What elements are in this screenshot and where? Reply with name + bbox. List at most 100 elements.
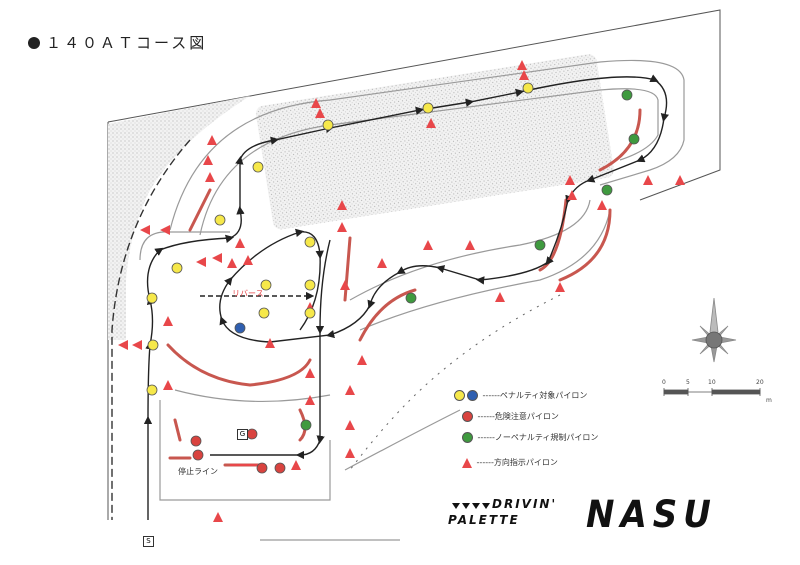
start-box: S — [143, 536, 154, 547]
direction-cone — [337, 200, 347, 210]
scale-tick-0: 0 — [662, 379, 666, 386]
scale-tick-10: 10 — [708, 379, 716, 386]
direction-cone — [337, 222, 347, 232]
direction-cone — [118, 340, 128, 350]
brand-logo: DRIVIN' PALETTE NASU — [448, 493, 768, 537]
yellow-cone — [304, 307, 316, 319]
direction-cone — [340, 280, 350, 290]
direction-cone — [305, 395, 315, 405]
yellow-cone — [214, 214, 226, 226]
direction-cone — [305, 368, 315, 378]
green-cone — [621, 89, 633, 101]
direction-cone — [345, 420, 355, 430]
page-title: １４０ＡＴコース図 — [28, 32, 207, 53]
scale-unit: m — [766, 397, 772, 404]
direction-cone — [265, 338, 275, 348]
direction-cone — [235, 238, 245, 248]
brand-line2: PALETTE — [448, 513, 520, 527]
direction-cone-icon — [462, 457, 472, 468]
direction-cone — [207, 135, 217, 145]
yellow-cone — [322, 119, 334, 131]
green-cone — [405, 292, 417, 304]
legend-item-caution: ------危険注意パイロン — [462, 410, 559, 424]
yellow-cone — [260, 279, 272, 291]
direction-cone — [163, 316, 173, 326]
legend-item-direction: ------方向指示パイロン — [462, 456, 558, 470]
red-cone — [256, 462, 268, 474]
green-cone — [628, 133, 640, 145]
direction-cone — [311, 98, 321, 108]
direction-cone — [675, 175, 685, 185]
direction-cone — [163, 380, 173, 390]
yellow-cone — [147, 339, 159, 351]
direction-cone — [495, 292, 505, 302]
yellow-cone — [258, 307, 270, 319]
green-cone — [601, 184, 613, 196]
yellow-cone — [422, 102, 434, 114]
direction-cone — [426, 118, 436, 128]
no-penalty-cones — [300, 89, 640, 431]
direction-cone — [377, 258, 387, 268]
direction-cone — [555, 282, 565, 292]
green-cone — [300, 419, 312, 431]
yellow-cone — [522, 82, 534, 94]
yellow-cone — [304, 279, 316, 291]
red-cone — [246, 428, 258, 440]
yellow-cone-icon — [454, 390, 465, 401]
legend-label: ノーペナルティ規制パイロン — [494, 433, 599, 442]
legend-label: 危険注意パイロン — [494, 412, 559, 421]
legend-item-penalty: ------ペナルティ対象パイロン — [454, 389, 587, 403]
direction-cone — [140, 225, 150, 235]
title-text: １４０ＡＴコース図 — [46, 34, 208, 52]
direction-cone — [519, 70, 529, 80]
green-cone-icon — [462, 432, 473, 443]
direction-cone — [345, 448, 355, 458]
dotted-area — [108, 96, 250, 340]
legend-label: 方向指示パイロン — [493, 458, 558, 467]
goal-box: G — [237, 429, 248, 440]
direction-cone — [567, 190, 577, 200]
scale-tick-20: 20 — [756, 379, 764, 386]
yellow-cone — [171, 262, 183, 274]
direction-cone — [565, 175, 575, 185]
direction-cone — [212, 253, 222, 263]
yellow-cone — [146, 292, 158, 304]
red-cone — [274, 462, 286, 474]
direction-cones — [118, 60, 685, 522]
direction-cone — [345, 385, 355, 395]
blue-cone-icon — [467, 390, 478, 401]
red-cone — [190, 435, 202, 447]
direction-cone — [315, 108, 325, 118]
direction-cone — [291, 460, 301, 470]
compass-rose — [691, 297, 737, 363]
green-cone — [534, 239, 546, 251]
scale-tick-5: 5 — [686, 379, 690, 386]
direction-cone — [160, 225, 170, 235]
scale-bar — [663, 388, 761, 396]
direction-cone — [465, 240, 475, 250]
brand-name: NASU — [586, 493, 717, 537]
direction-cone — [597, 200, 607, 210]
red-cone-icon — [462, 411, 473, 422]
direction-cone — [196, 257, 206, 267]
legend-label: ペナルティ対象パイロン — [499, 391, 588, 400]
brand-stripes — [452, 503, 490, 509]
direction-cone — [423, 240, 433, 250]
right-dotted-road — [349, 294, 561, 471]
yellow-cone — [252, 161, 264, 173]
reverse-label: リバース — [232, 289, 264, 298]
infield-dotted — [255, 54, 614, 230]
red-cone — [192, 449, 204, 461]
direction-cone — [213, 512, 223, 522]
direction-cone — [227, 258, 237, 268]
yellow-cone — [304, 236, 316, 248]
bullet-icon — [28, 37, 40, 49]
direction-cone — [243, 255, 253, 265]
blue-cone — [234, 322, 246, 334]
direction-cone — [205, 172, 215, 182]
brand-line1: DRIVIN' — [492, 497, 558, 511]
direction-cone — [132, 340, 142, 350]
yellow-cone — [146, 384, 158, 396]
direction-cone — [357, 355, 367, 365]
